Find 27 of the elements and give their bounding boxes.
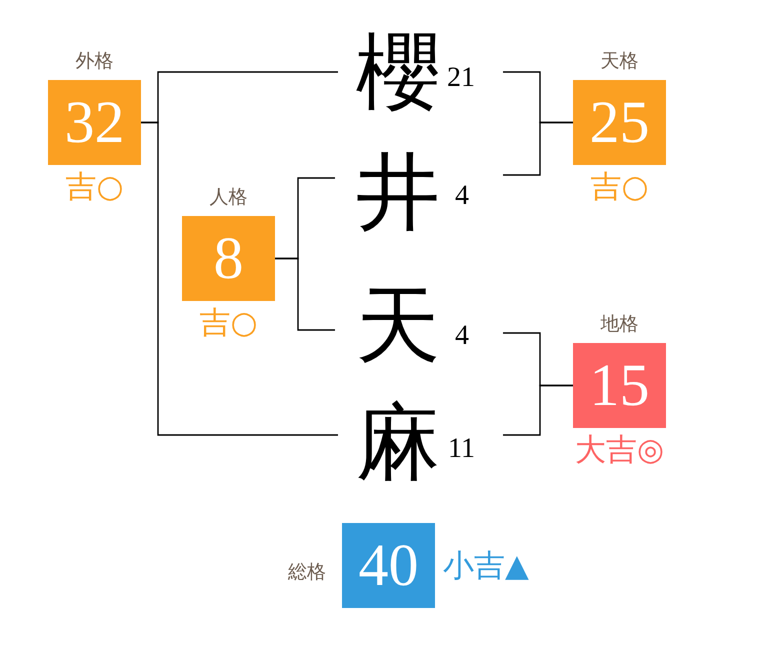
fortune-rating: 吉○ (199, 305, 258, 341)
fortune-rating: 小吉▲ (443, 548, 529, 584)
score-tile: 15 (573, 343, 666, 428)
connector-line (275, 258, 335, 331)
name-character: 井 (356, 150, 440, 234)
stroke-count: 4 (455, 182, 469, 210)
fortune-rating: 吉○ (65, 169, 124, 205)
category-label: 天格 (600, 50, 638, 72)
fortune-rating: 吉○ (590, 169, 649, 205)
stroke-count: 11 (448, 435, 475, 463)
score-tile: 40 (342, 523, 435, 608)
category-label: 総格 (288, 560, 326, 582)
stroke-count: 21 (447, 64, 475, 92)
category-label: 外格 (76, 50, 114, 72)
name-character: 櫻 (356, 30, 440, 114)
category-label: 地格 (600, 313, 638, 335)
name-character: 麻 (356, 400, 440, 484)
category-label: 人格 (210, 186, 248, 208)
connector-line (141, 122, 338, 436)
name-character: 天 (356, 283, 440, 367)
score-tile: 25 (573, 80, 666, 165)
score-tile: 8 (182, 216, 275, 301)
connector-line (503, 384, 573, 436)
fortune-rating: 大吉◎ (574, 432, 664, 468)
stroke-count: 4 (455, 322, 469, 350)
connector-line (503, 122, 573, 176)
score-tile: 32 (48, 80, 141, 165)
